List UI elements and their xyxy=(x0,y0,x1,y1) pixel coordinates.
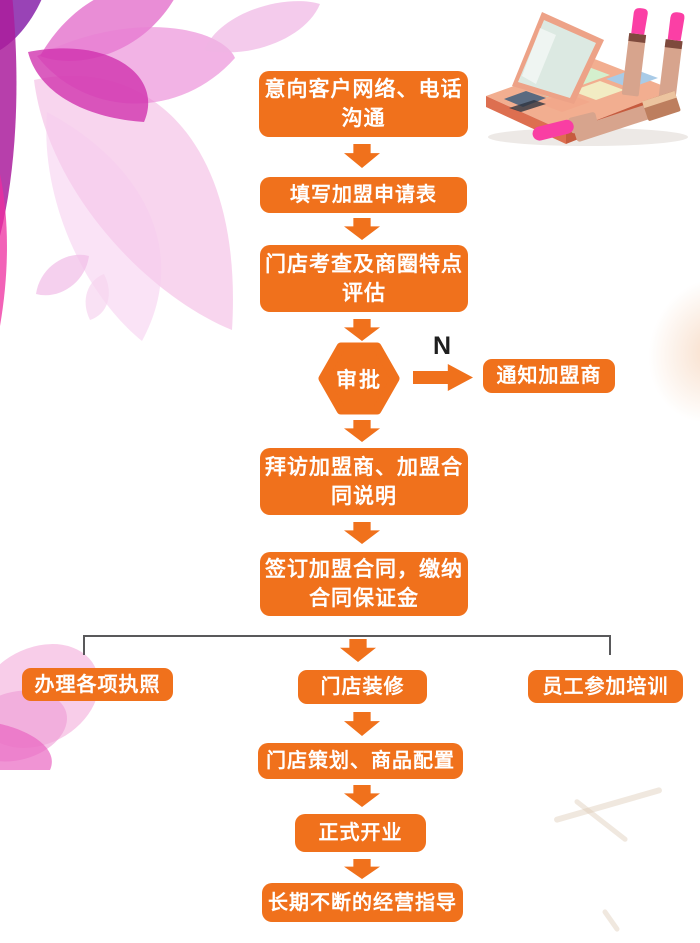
step-training-box: 员工参加培训 xyxy=(528,670,683,703)
faint-stroke xyxy=(601,908,621,933)
three-way-bracket-connector xyxy=(83,635,611,655)
arrow-right-icon xyxy=(413,364,473,391)
arrow-down-icon xyxy=(344,712,380,736)
step-decoration-box: 门店装修 xyxy=(298,670,427,704)
step-planning-box: 门店策划、商品配置 xyxy=(258,743,463,779)
arrow-down-icon xyxy=(344,319,380,341)
step-sign-box: 签订加盟合同，缴纳 合同保证金 xyxy=(260,552,468,616)
cosmetics-photo xyxy=(486,8,688,146)
faint-stroke xyxy=(553,786,663,824)
step-opening-box: 正式开业 xyxy=(295,814,426,852)
arrow-down-icon xyxy=(344,144,380,168)
step-approval-label: 审批 xyxy=(336,368,382,392)
arrow-down-icon xyxy=(344,785,380,807)
step-intent-box: 意向客户网络、电话 沟通 xyxy=(259,71,468,137)
arrow-down-icon xyxy=(344,859,380,879)
step-licenses-box: 办理各项执照 xyxy=(22,668,173,701)
step-approval-hexagon: 审批 xyxy=(318,342,400,415)
step-notify-box: 通知加盟商 xyxy=(483,359,615,393)
step-form-box: 填写加盟申请表 xyxy=(260,177,467,213)
arrow-down-icon xyxy=(344,522,380,544)
step-evaluation-box: 门店考查及商圈特点 评估 xyxy=(260,245,468,312)
branch-no-label: N xyxy=(432,332,452,360)
step-guidance-box: 长期不断的经营指导 xyxy=(262,883,463,922)
arrow-down-icon xyxy=(344,218,380,240)
faint-smudge xyxy=(570,243,700,471)
flower-graphic xyxy=(0,0,320,341)
step-visit-box: 拜访加盟商、加盟合 同说明 xyxy=(260,448,468,515)
arrow-down-icon xyxy=(344,420,380,442)
